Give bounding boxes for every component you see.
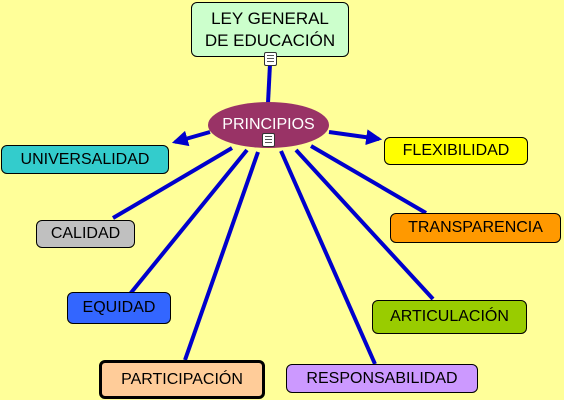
concept-label: FLEXIBILIDAD [402, 142, 510, 159]
concept-equidad[interactable]: EQUIDAD [67, 292, 171, 324]
connector-calidad [111, 146, 234, 220]
center-label: PRINCIPIOS [222, 116, 315, 133]
connector-transparencia [309, 144, 428, 215]
root-label-line2: DE EDUCACIÓN [204, 30, 336, 50]
concept-responsabilidad[interactable]: RESPONSABILIDAD [286, 364, 478, 393]
concept-flexibilidad[interactable]: FLEXIBILIDAD [384, 137, 528, 165]
concept-calidad[interactable]: CALIDAD [36, 220, 135, 248]
concept-label: CALIDAD [50, 225, 121, 242]
concept-universalidad[interactable]: UNIVERSALIDAD [1, 145, 169, 174]
concept-label: EQUIDAD [82, 299, 156, 316]
concept-participacion[interactable]: PARTICIPACIÓN [99, 360, 265, 399]
connector-flexibilidad [328, 129, 383, 146]
concept-label: PARTICIPACIÓN [121, 370, 243, 388]
root-node-ley-general[interactable]: LEY GENERAL DE EDUCACIÓN [191, 2, 349, 57]
document-icon[interactable] [262, 133, 275, 147]
concept-label: TRANSPARENCIA [408, 219, 543, 236]
concept-articulacion[interactable]: ARTICULACIÓN [372, 300, 527, 334]
concept-label: RESPONSABILIDAD [306, 369, 458, 387]
connector-equidad [128, 148, 249, 296]
connector-responsabilidad [279, 150, 377, 365]
connector-articulacion [294, 148, 435, 301]
connector-participacion [183, 151, 260, 361]
connector-universalidad [171, 130, 211, 147]
concept-label: UNIVERSALIDAD [20, 150, 150, 168]
document-icon[interactable] [264, 52, 277, 66]
concept-label: ARTICULACIÓN [390, 308, 509, 325]
concept-transparencia[interactable]: TRANSPARENCIA [390, 213, 561, 243]
connector-root [266, 63, 272, 104]
root-label-line1: LEY GENERAL [211, 9, 329, 29]
